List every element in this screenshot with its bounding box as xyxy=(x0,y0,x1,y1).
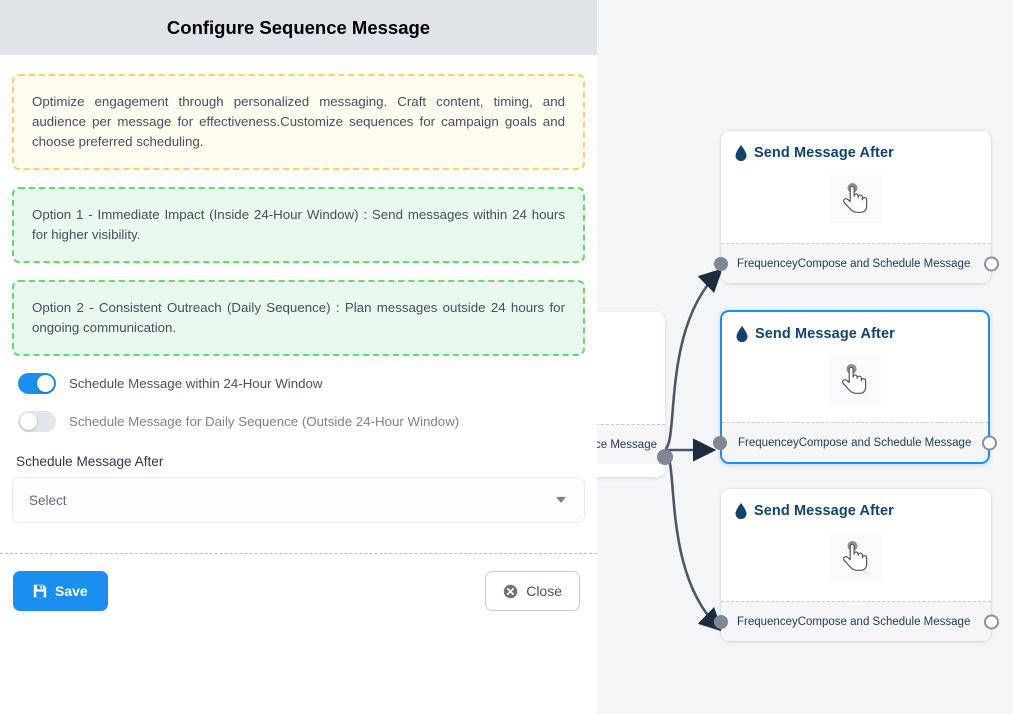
panel-divider xyxy=(0,553,597,554)
flow-node-2[interactable]: Send Message After Frequencey Compose an… xyxy=(713,310,997,464)
node-2-title-row: Send Message After xyxy=(736,326,974,342)
node-3-footer-right: Compose and Schedule Message xyxy=(797,615,971,628)
node-2-body: Send Message After xyxy=(722,312,988,422)
node-1-body: Send Message After xyxy=(721,131,991,243)
node-3-title-row: Send Message After xyxy=(735,503,977,519)
save-button-label: Save xyxy=(55,583,88,599)
schedule-after-value: Select xyxy=(29,492,67,508)
droplet-icon xyxy=(736,326,748,342)
node-2-input-handle[interactable] xyxy=(713,435,727,450)
toggle-daily-sequence[interactable] xyxy=(18,411,56,432)
toggle-within-24h-label: Schedule Message within 24-Hour Window xyxy=(69,376,323,391)
toggle-within-24h[interactable] xyxy=(18,373,56,394)
node-2-title: Send Message After xyxy=(755,326,895,342)
page-title: Configure Sequence Message xyxy=(166,16,431,38)
info-callout-option-1: Option 1 - Immediate Impact (Inside 24-H… xyxy=(12,187,585,263)
droplet-icon xyxy=(735,503,747,519)
node-1-title-row: Send Message After xyxy=(735,145,977,161)
flow-canvas[interactable]: ce Message Send Message After xyxy=(565,0,1013,714)
tap-hand-icon xyxy=(842,183,868,213)
chevron-down-icon xyxy=(556,497,566,503)
flow-node-1[interactable]: Send Message After Frequencey Compose an… xyxy=(714,131,999,283)
node-2-tap-zone[interactable] xyxy=(829,356,881,404)
node-2-footer-left: Frequencey xyxy=(738,436,799,449)
floppy-disk-icon xyxy=(33,584,47,598)
node-2-output-handle[interactable] xyxy=(982,435,997,450)
circle-x-icon xyxy=(503,584,518,598)
source-output-handle[interactable] xyxy=(657,449,673,465)
panel-footer: Save Close xyxy=(0,554,597,714)
node-1-footer-right: Compose and Schedule Message xyxy=(797,257,971,270)
info-callout-option-2: Option 2 - Consistent Outreach (Daily Se… xyxy=(12,280,585,356)
node-3-tap-zone[interactable] xyxy=(830,533,882,581)
node-1-tap-zone[interactable] xyxy=(830,175,882,223)
close-button[interactable]: Close xyxy=(485,571,580,611)
save-button[interactable]: Save xyxy=(13,571,108,611)
configure-sequence-panel: Configure Sequence Message Optimize enga… xyxy=(0,0,597,714)
toggle-daily-sequence-label: Schedule Message for Daily Sequence (Out… xyxy=(69,414,460,429)
node-2-footer-right: Compose and Schedule Message xyxy=(798,436,972,449)
node-3-footer-left: Frequencey xyxy=(737,615,798,628)
node-3-title: Send Message After xyxy=(754,503,894,519)
node-3-input-handle[interactable] xyxy=(714,614,728,629)
panel-header: Configure Sequence Message xyxy=(0,0,597,55)
tap-hand-icon xyxy=(841,364,867,394)
close-button-label: Close xyxy=(526,583,562,599)
panel-content: Optimize engagement through personalized… xyxy=(0,55,597,523)
schedule-after-label: Schedule Message After xyxy=(16,454,164,469)
tap-hand-icon xyxy=(842,541,868,571)
node-1-input-handle[interactable] xyxy=(714,256,728,271)
flow-node-3[interactable]: Send Message After Frequencey Compose an… xyxy=(714,489,999,641)
node-3-footer: Frequencey Compose and Schedule Message xyxy=(714,601,999,641)
node-3-output-handle[interactable] xyxy=(984,614,999,629)
node-1-footer: Frequencey Compose and Schedule Message xyxy=(714,243,999,283)
toggle-knob xyxy=(37,375,54,392)
toggle-row-within-24h[interactable]: Schedule Message within 24-Hour Window xyxy=(12,373,585,394)
schedule-after-select[interactable]: Select xyxy=(12,477,585,523)
droplet-icon xyxy=(735,145,747,161)
info-callout-intro: Optimize engagement through personalized… xyxy=(12,74,585,170)
node-2-footer: Frequencey Compose and Schedule Message xyxy=(713,422,997,462)
toggle-row-daily-sequence[interactable]: Schedule Message for Daily Sequence (Out… xyxy=(12,411,585,432)
node-1-output-handle[interactable] xyxy=(984,256,999,271)
node-1-title: Send Message After xyxy=(754,145,894,161)
node-1-footer-left: Frequencey xyxy=(737,257,798,270)
toggle-knob xyxy=(20,413,37,430)
node-3-body: Send Message After xyxy=(721,489,991,601)
